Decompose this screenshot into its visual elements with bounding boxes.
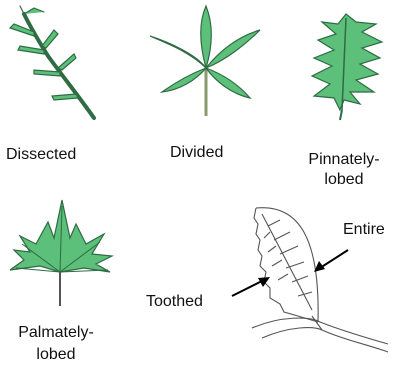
divided-leaf-drawing — [150, 6, 260, 116]
dissected-label: Dissected — [6, 145, 76, 165]
toothed-label: Toothed — [146, 292, 203, 312]
palmately-lobed-label-line1: Palmately- — [6, 323, 106, 343]
pinnately-lobed-leaf-drawing — [312, 14, 382, 120]
divided-label: Divided — [170, 143, 223, 163]
entire-label: Entire — [343, 220, 385, 240]
pinnately-lobed-label-line1: Pinnately- — [294, 150, 394, 170]
dissected-leaf-drawing — [10, 6, 94, 118]
pinnately-lobed-label-line2: lobed — [294, 170, 394, 190]
entire-arrow — [314, 250, 348, 272]
toothed-arrow — [232, 277, 270, 296]
palmately-lobed-label-line2: lobed — [6, 345, 106, 365]
palmately-lobed-leaf-drawing — [10, 200, 112, 306]
